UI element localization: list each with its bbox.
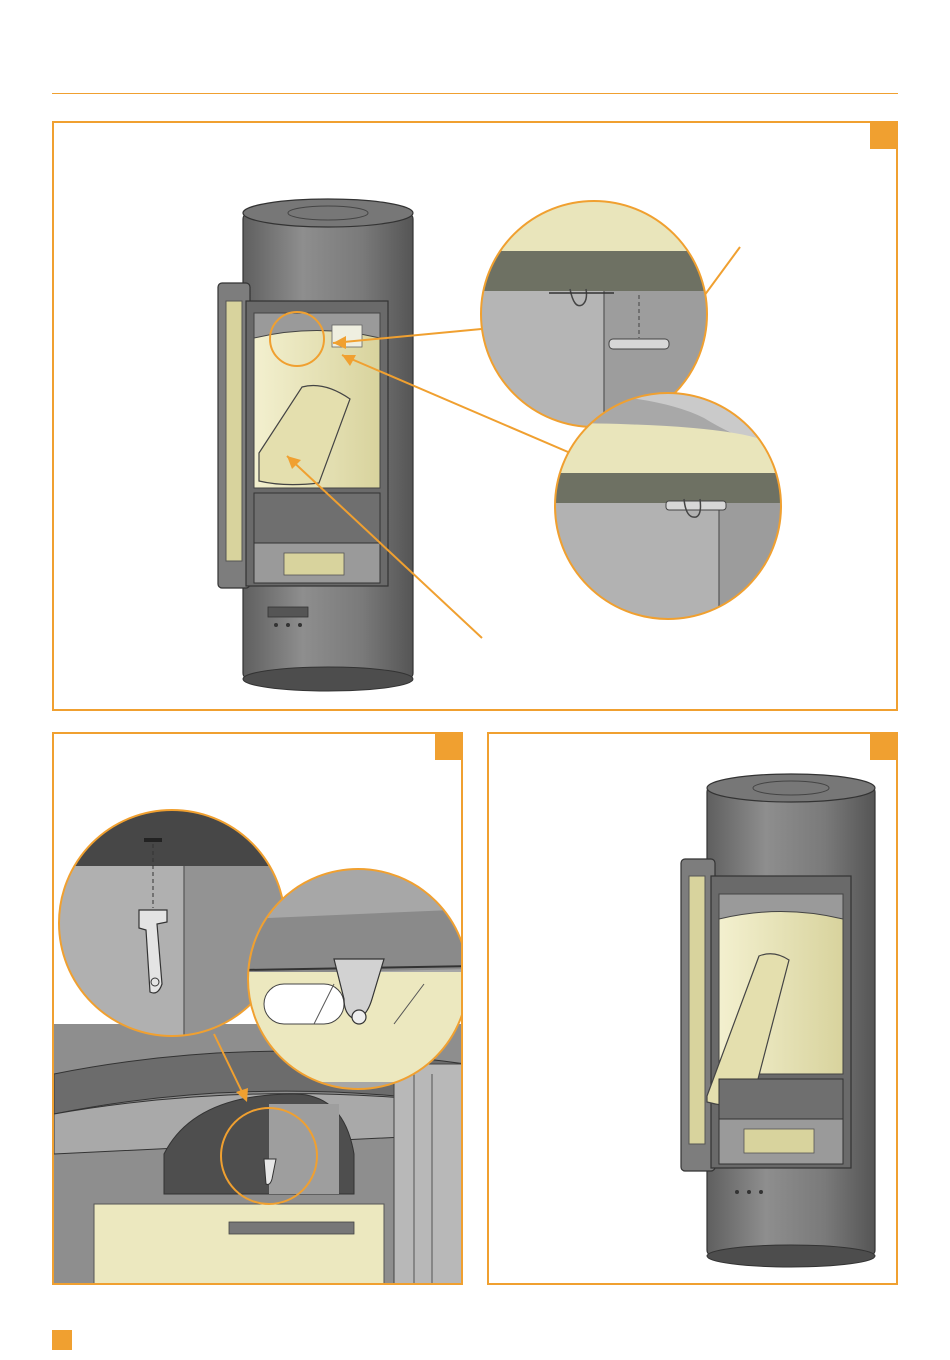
footer-marker-icon xyxy=(52,1330,72,1350)
stove-body xyxy=(218,199,413,691)
stove-overview-illustration xyxy=(54,123,898,711)
panel-bottom-right xyxy=(487,732,898,1285)
header-rule xyxy=(52,93,898,94)
stove-assembled-illustration xyxy=(489,734,898,1285)
panel-top xyxy=(52,121,898,711)
hanger-detail-illustration xyxy=(54,734,463,1285)
panel-bottom-left xyxy=(52,732,463,1285)
stove-body-assembled xyxy=(681,774,875,1267)
